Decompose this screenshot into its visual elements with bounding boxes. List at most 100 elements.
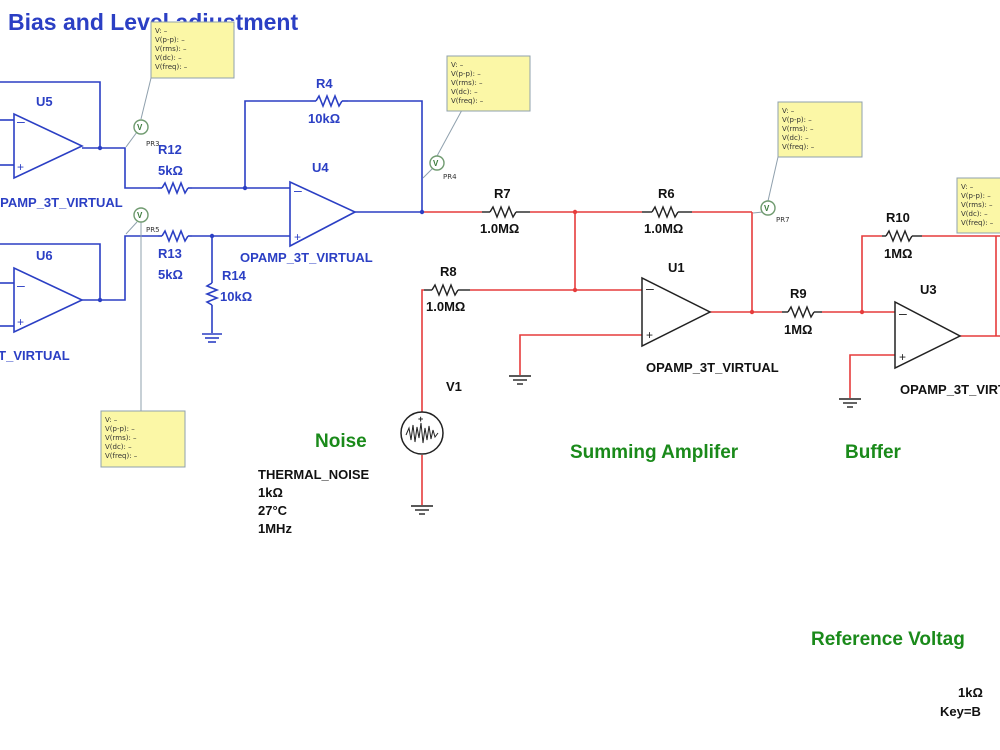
value-r8: 1.0MΩ: [426, 299, 465, 314]
label-r8: R8: [440, 264, 457, 279]
svg-text:+: +: [418, 414, 423, 424]
label-r13: R13: [158, 246, 182, 261]
model-u6: OPAMP_3T_VIRTUAL: [0, 348, 70, 363]
opamp-u6[interactable]: – +: [13, 266, 84, 334]
svg-text:V: –: V: –: [961, 183, 974, 191]
label-r14: R14: [222, 268, 247, 283]
svg-text:V: –: V: –: [155, 27, 168, 35]
resistor-r8[interactable]: [424, 283, 470, 297]
svg-text:V: –: V: –: [105, 416, 118, 424]
resistor-r10[interactable]: [882, 229, 922, 243]
value-r10: 1MΩ: [884, 246, 912, 261]
model-u3: OPAMP_3T_VIRTUAL: [900, 382, 1000, 397]
ground-symbol-v1: [411, 505, 433, 515]
svg-text:V(freq): –: V(freq): –: [961, 219, 994, 227]
reference-resistance: 1kΩ: [958, 685, 983, 700]
svg-text:V(dc): –: V(dc): –: [451, 88, 478, 96]
probe-v-icon: V: [433, 159, 439, 168]
label-u5: U5: [36, 94, 53, 109]
probe-readout-pr7: V: – V(p-p): – V(rms): – V(dc): – V(freq…: [777, 101, 863, 158]
value-r14: 10kΩ: [220, 289, 252, 304]
model-u5: OPAMP_3T_VIRTUAL: [0, 195, 123, 210]
value-r13: 5kΩ: [158, 267, 183, 282]
label-u1: U1: [668, 260, 685, 275]
noise-source-resistance: 1kΩ: [258, 485, 283, 500]
model-u4: OPAMP_3T_VIRTUAL: [240, 250, 373, 265]
svg-text:V(freq): –: V(freq): –: [155, 63, 188, 71]
probe-label-pr4: PR4: [443, 173, 457, 181]
voltage-probe-pr5[interactable]: V PR5: [125, 207, 160, 411]
probe-label-pr7: PR7: [776, 216, 790, 224]
probe-readout-pr3: V: – V(p-p): – V(rms): – V(dc): – V(freq…: [150, 21, 235, 79]
svg-text:V(dc): –: V(dc): –: [961, 210, 988, 218]
junction-dots: [97, 145, 865, 315]
svg-text:+: +: [17, 315, 24, 329]
value-r12: 5kΩ: [158, 163, 183, 178]
resistor-r13[interactable]: [158, 228, 192, 244]
svg-text:V(dc): –: V(dc): –: [155, 54, 182, 62]
svg-text:–: –: [17, 113, 25, 129]
svg-text:V(p-p): –: V(p-p): –: [155, 36, 185, 44]
label-u3: U3: [920, 282, 937, 297]
section-label-summing: Summing Amplifer: [570, 442, 739, 463]
svg-text:V(dc): –: V(dc): –: [105, 443, 132, 451]
svg-text:V(dc): –: V(dc): –: [782, 134, 809, 142]
svg-text:+: +: [646, 328, 653, 342]
opamp-u3[interactable]: – +: [894, 300, 962, 370]
svg-text:V: –: V: –: [451, 61, 464, 69]
svg-text:V(freq): –: V(freq): –: [782, 143, 815, 151]
opamp-u1[interactable]: – +: [641, 276, 712, 348]
resistor-r9[interactable]: [782, 305, 822, 319]
probe-v-icon: V: [764, 204, 770, 213]
noise-source-bandwidth: 1MHz: [258, 521, 292, 536]
svg-text:V(rms): –: V(rms): –: [782, 125, 814, 133]
opamp-u5[interactable]: – +: [13, 112, 84, 180]
svg-text:V(rms): –: V(rms): –: [155, 45, 187, 53]
noise-source-v1[interactable]: +: [400, 410, 444, 455]
value-r4: 10kΩ: [308, 111, 340, 126]
resistor-r6[interactable]: [642, 205, 692, 219]
probe-label-pr5: PR5: [146, 226, 160, 234]
probe-readout-pr4: V: – V(p-p): – V(rms): – V(dc): – V(freq…: [446, 55, 531, 112]
resistor-r12[interactable]: [158, 180, 192, 196]
voltage-probe-pr4[interactable]: V PR4: [422, 109, 463, 181]
svg-text:V(rms): –: V(rms): –: [961, 201, 993, 209]
svg-text:V: –: V: –: [782, 107, 795, 115]
svg-text:+: +: [17, 160, 24, 174]
svg-text:V(p-p): –: V(p-p): –: [451, 70, 481, 78]
svg-text:V(p-p): –: V(p-p): –: [782, 116, 812, 124]
svg-text:+: +: [294, 230, 301, 244]
section-label-reference: Reference Voltag: [811, 629, 965, 650]
value-r6: 1.0MΩ: [644, 221, 683, 236]
svg-text:V(p-p): –: V(p-p): –: [105, 425, 135, 433]
probe-label-pr3: PR3: [146, 140, 160, 148]
svg-text:+: +: [899, 350, 906, 364]
resistor-r14[interactable]: [204, 280, 220, 306]
noise-source-name: THERMAL_NOISE: [258, 467, 370, 482]
voltage-probe-pr3[interactable]: V PR3: [125, 73, 160, 148]
ground-symbol-r14: [202, 333, 222, 343]
label-r9: R9: [790, 286, 807, 301]
label-r12: R12: [158, 142, 182, 157]
label-r6: R6: [658, 186, 675, 201]
voltage-probe-pr7[interactable]: V PR7: [752, 156, 790, 224]
resistor-r4[interactable]: [310, 93, 348, 109]
opamp-u4[interactable]: – +: [289, 180, 357, 248]
probe-readout-pr5: V: – V(p-p): – V(rms): – V(dc): – V(freq…: [100, 410, 186, 468]
label-u6: U6: [36, 248, 53, 263]
svg-text:V(freq): –: V(freq): –: [105, 452, 138, 460]
label-r4: R4: [316, 76, 333, 91]
probe-v-icon: V: [137, 123, 143, 132]
noise-source-temperature: 27°C: [258, 503, 288, 518]
svg-text:–: –: [646, 280, 654, 296]
probe-readout-u3-output: V: – V(p-p): – V(rms): – V(dc): – V(freq…: [956, 177, 1000, 234]
ground-symbol-u3: [839, 398, 861, 408]
section-label-buffer: Buffer: [845, 442, 902, 463]
section-label-noise: Noise: [315, 431, 367, 452]
reference-key: Key=B: [940, 704, 981, 719]
value-r9: 1MΩ: [784, 322, 812, 337]
resistor-r7[interactable]: [482, 205, 530, 219]
label-r7: R7: [494, 186, 511, 201]
svg-text:V(freq): –: V(freq): –: [451, 97, 484, 105]
